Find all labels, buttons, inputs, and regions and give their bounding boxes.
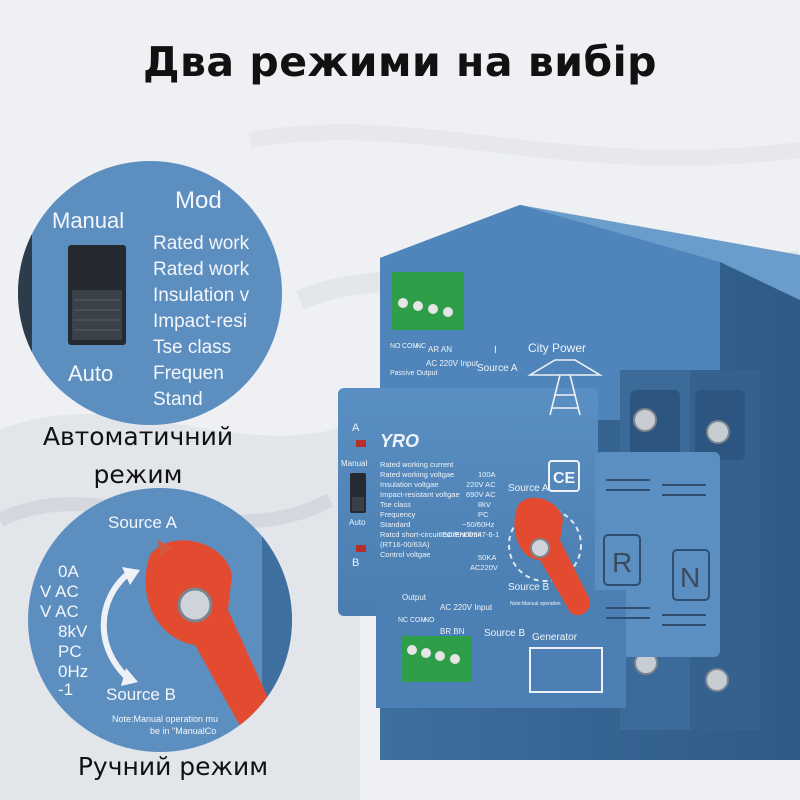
svg-text:Auto: Auto [68, 361, 113, 386]
svg-text:Tse class: Tse class [153, 337, 231, 358]
svg-text:COM: COM [410, 617, 427, 624]
svg-text:PC: PC [58, 642, 82, 661]
manual-mode-caption: Ручний режим [77, 752, 269, 781]
svg-text:Source A: Source A [477, 363, 518, 374]
svg-text:PC: PC [478, 510, 489, 519]
svg-text:50KA: 50KA [478, 553, 496, 562]
svg-text:Tse class: Tse class [380, 500, 411, 509]
svg-text:Source B: Source B [508, 582, 549, 593]
svg-text:CE: CE [553, 470, 576, 487]
red-handle [145, 540, 279, 742]
svg-text:Frequency: Frequency [380, 510, 416, 519]
svg-text:AR AN: AR AN [428, 345, 452, 354]
svg-text:0Hz: 0Hz [58, 662, 88, 681]
generator-icon [529, 647, 603, 693]
svg-text:V AC: V AC [40, 582, 79, 601]
svg-text:Stand: Stand [153, 389, 203, 410]
svg-text:I: I [494, 345, 497, 356]
auto-mode-caption: Автоматичний режим [42, 422, 234, 489]
svg-text:NC: NC [398, 617, 408, 624]
svg-text:Impact-resi: Impact-resi [153, 311, 247, 332]
svg-text:Ratcd short-circuit current li: Ratcd short-circuit current limit [380, 530, 482, 539]
svg-text:NC: NC [416, 343, 426, 350]
svg-text:Frequen: Frequen [153, 363, 224, 384]
svg-text:NO: NO [390, 343, 401, 350]
page-title: Два режими на вибір [142, 38, 658, 86]
svg-text:Source A: Source A [108, 513, 178, 532]
svg-text:Insulation v: Insulation v [153, 285, 250, 306]
svg-text:Impact-resistant voltgae: Impact-resistant voltgae [380, 490, 460, 499]
svg-text:City Power: City Power [528, 341, 586, 355]
svg-text:220V AC: 220V AC [466, 480, 496, 489]
svg-text:Auto: Auto [349, 518, 366, 527]
svg-text:Source B: Source B [106, 685, 176, 704]
manual-handle [514, 497, 591, 616]
svg-text:V AC: V AC [40, 602, 79, 621]
svg-text:Control voltgae: Control voltgae [380, 550, 430, 559]
svg-text:BR BN: BR BN [440, 627, 465, 636]
spec-labels: Rated working current Rated working volt… [380, 460, 482, 559]
svg-text:IEC/EN60947-6-1: IEC/EN60947-6-1 [440, 530, 499, 539]
svg-text:Standard: Standard [380, 520, 410, 529]
manual-mode-zoom: Source A Source B 0A V AC V AC 8kV PC 0H… [28, 488, 292, 752]
power-pylon-icon [527, 359, 603, 416]
svg-text:AC220V: AC220V [470, 563, 498, 572]
svg-text:B: B [352, 557, 359, 569]
svg-text:Output: Output [402, 593, 427, 602]
svg-text:Passive Output: Passive Output [390, 370, 438, 377]
screw-icon [633, 408, 657, 432]
svg-text:AC 220V Input: AC 220V Input [426, 359, 479, 368]
svg-text:-1: -1 [58, 680, 73, 699]
svg-text:Source B: Source B [484, 628, 525, 639]
screw-icon [705, 668, 729, 692]
svg-text:Mod: Mod [175, 187, 222, 214]
auto-mode-zoom: Manual Auto Mod Rated work Rated work In… [18, 161, 282, 425]
svg-text:R: R [612, 547, 632, 578]
svg-text:A: A [352, 422, 360, 434]
spec-values: 100A 220V AC 690V AC 8kV PC ~50/60Hz IEC… [440, 470, 499, 572]
svg-text:Rated work: Rated work [153, 259, 250, 280]
brand-label: YRO [380, 431, 419, 451]
svg-text:8kV: 8kV [478, 500, 491, 509]
svg-text:Manual: Manual [341, 459, 367, 468]
svg-text:0A: 0A [58, 562, 79, 581]
svg-text:Generator: Generator [532, 632, 578, 643]
svg-text:Source A: Source A [508, 483, 549, 494]
svg-text:be in "ManualCo: be in "ManualCo [150, 726, 216, 736]
svg-text:Note:Manual operation mu: Note:Manual operation mu [112, 714, 218, 724]
svg-text:Insulation voltgae: Insulation voltgae [380, 480, 438, 489]
svg-text:100A: 100A [478, 470, 496, 479]
svg-text:Manual: Manual [52, 208, 124, 233]
svg-text:NO: NO [424, 617, 435, 624]
svg-text:(RT16-00/63A): (RT16-00/63A) [380, 540, 430, 549]
svg-text:Rated working voltgae: Rated working voltgae [380, 470, 454, 479]
svg-text:Rated working current: Rated working current [380, 460, 454, 469]
svg-text:AC 220V Input: AC 220V Input [440, 603, 493, 612]
svg-text:Rated work: Rated work [153, 233, 250, 254]
svg-text:~50/60Hz: ~50/60Hz [462, 520, 495, 529]
svg-text:N: N [680, 562, 700, 593]
screw-icon [706, 420, 730, 444]
svg-text:8kV: 8kV [58, 622, 88, 641]
svg-text:690V AC: 690V AC [466, 490, 496, 499]
svg-text:COM: COM [402, 343, 419, 350]
svg-text:Note:Manual operation: Note:Manual operation [510, 601, 561, 607]
